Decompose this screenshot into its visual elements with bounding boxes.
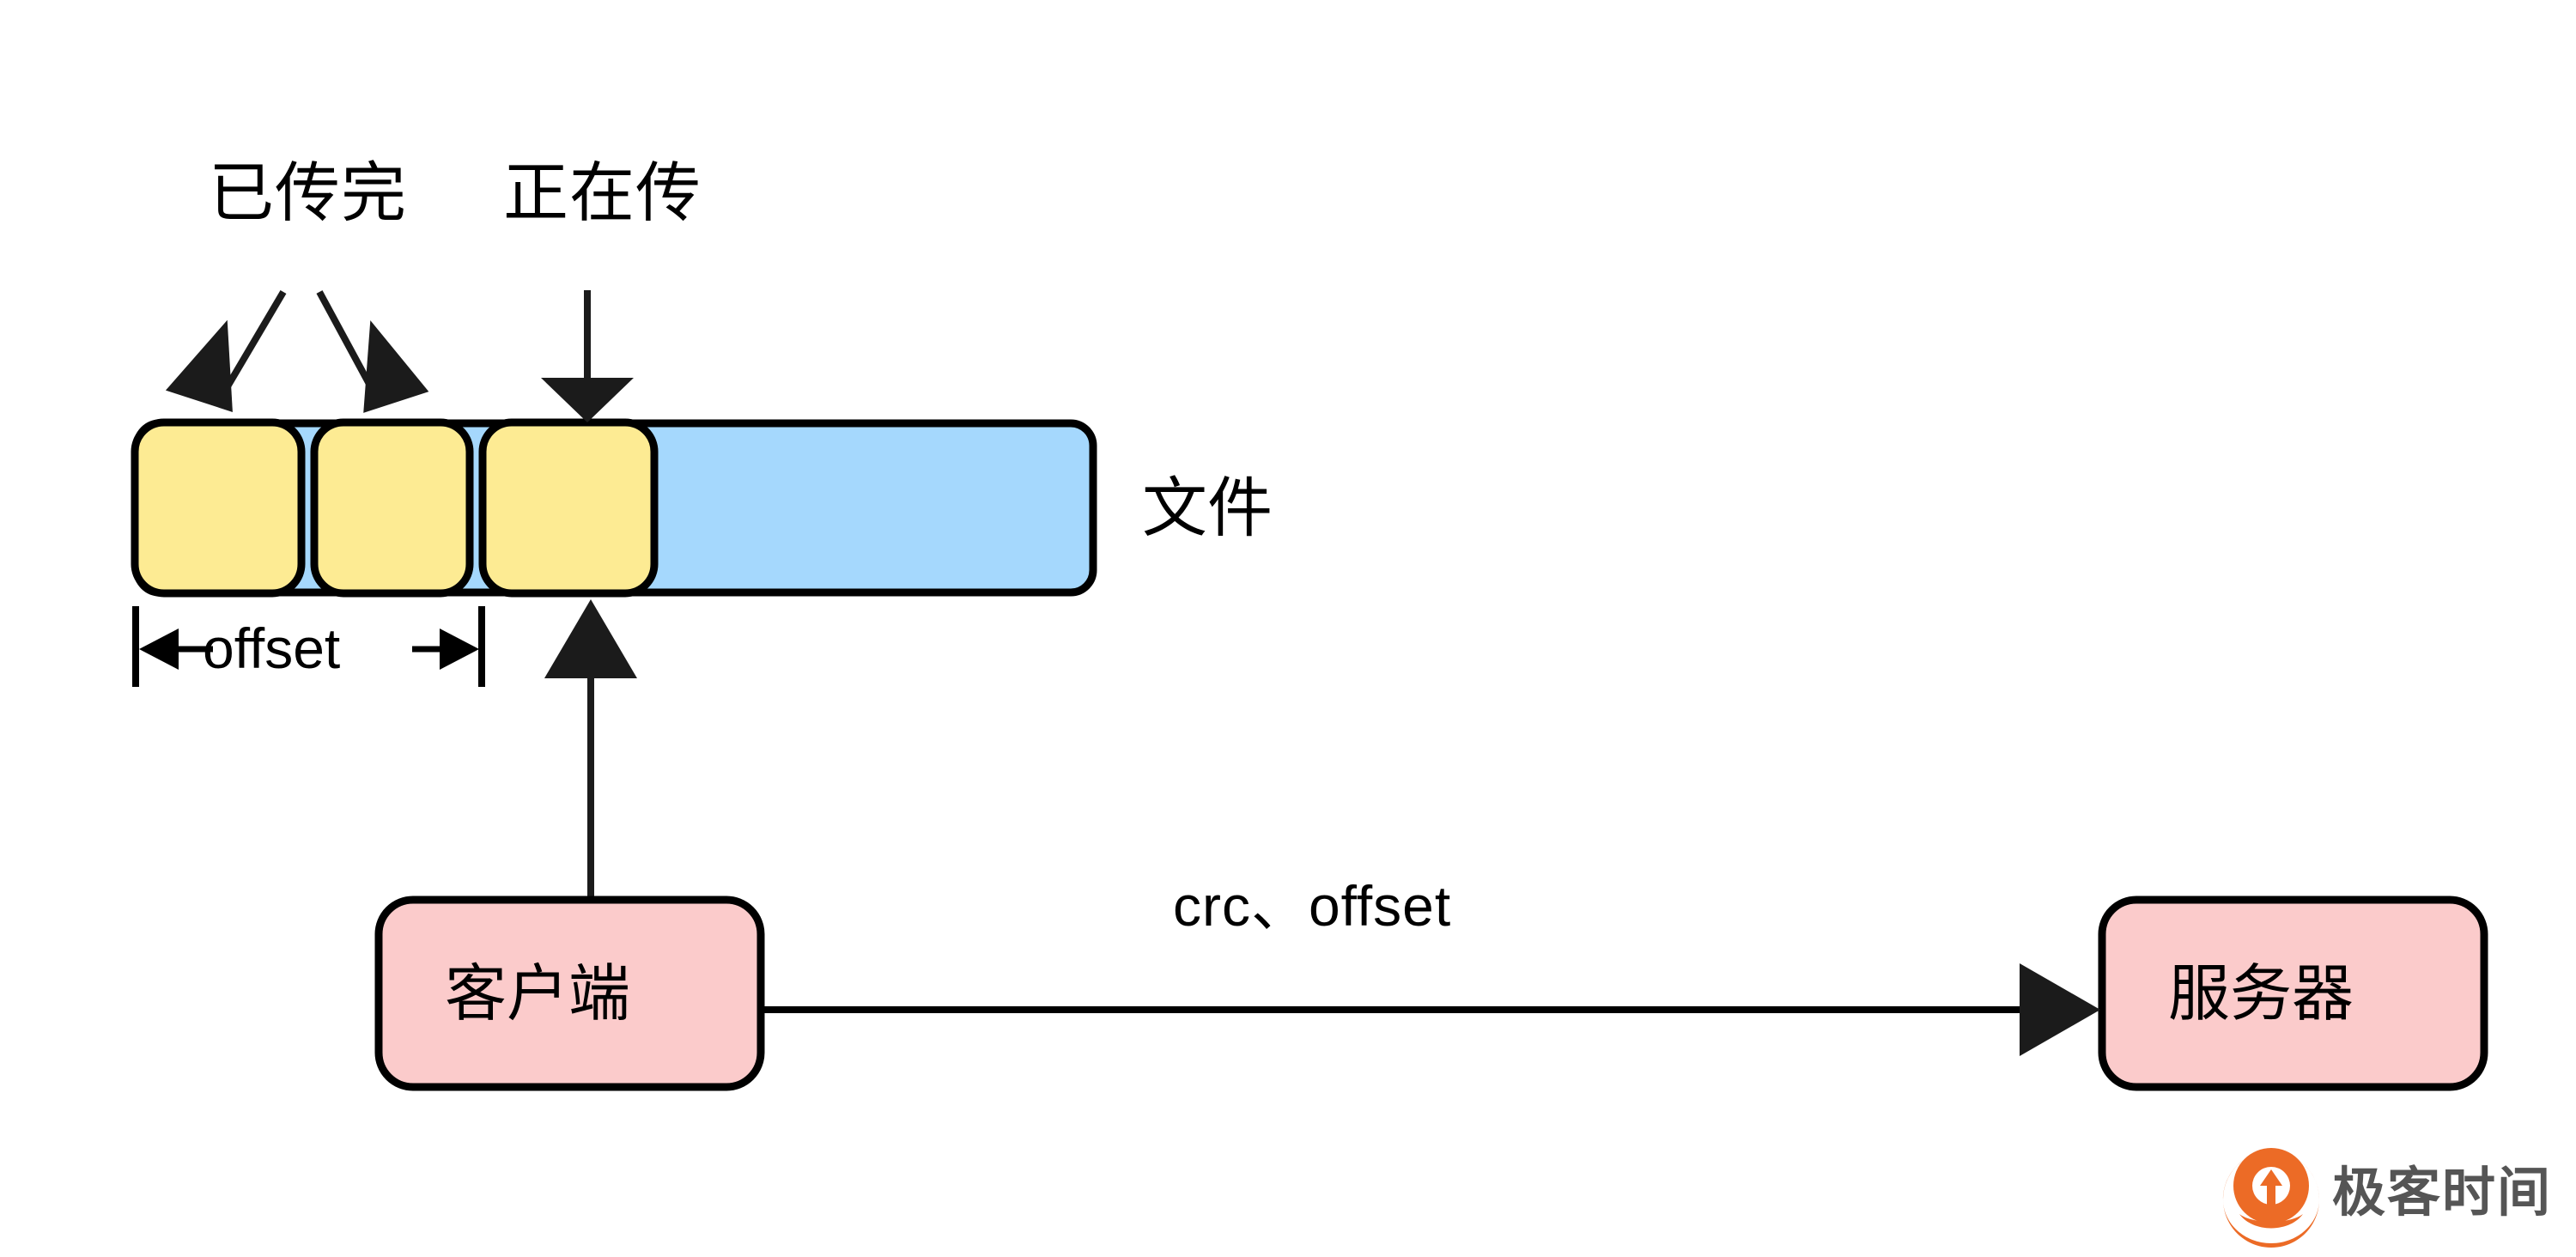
node-client[interactable] bbox=[374, 896, 765, 1091]
client-to-server-arrow bbox=[762, 963, 2100, 1056]
offset-dimension-line bbox=[132, 606, 485, 687]
transferred-pointer-right-icon bbox=[316, 290, 429, 413]
transferred-pointer-left-icon bbox=[165, 289, 287, 412]
node-server[interactable] bbox=[2098, 896, 2488, 1091]
watermark-geektime: 极客时间 bbox=[2221, 1149, 2552, 1238]
label-file: 文件 bbox=[1142, 472, 1273, 545]
label-offset: offset bbox=[203, 616, 341, 680]
watermark-icon-slot bbox=[2221, 1149, 2317, 1238]
node-client-label: 客户端 bbox=[445, 960, 631, 1029]
geektime-pin-icon bbox=[2223, 1148, 2320, 1248]
label-transferring: 正在传 bbox=[503, 157, 702, 230]
client-to-chunk-arrow bbox=[544, 599, 637, 900]
watermark-brand-text: 极客时间 bbox=[2332, 1163, 2553, 1223]
file-chunk-1[interactable] bbox=[131, 418, 306, 598]
node-server-label: 服务器 bbox=[2168, 960, 2354, 1029]
label-transferred: 已传完 bbox=[209, 157, 407, 230]
edge-label-crc-offset: crc、offset bbox=[1173, 874, 1452, 938]
file-chunk-2[interactable] bbox=[310, 418, 474, 598]
file-chunk-3[interactable] bbox=[478, 418, 659, 598]
transferring-pointer-icon bbox=[541, 290, 634, 422]
